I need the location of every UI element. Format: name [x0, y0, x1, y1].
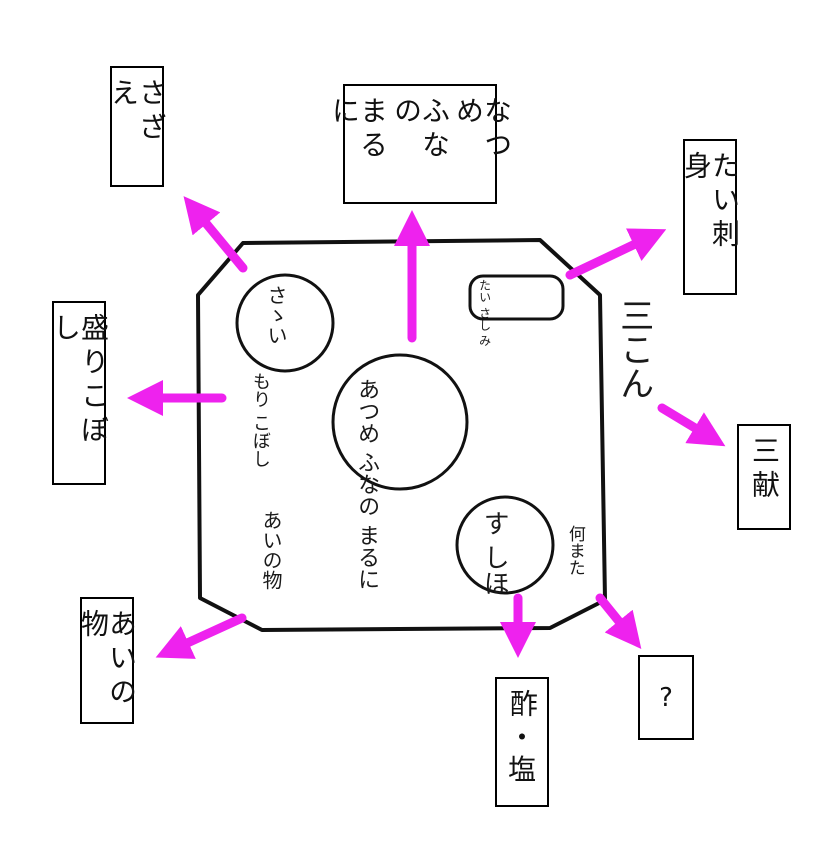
arrow-icon — [127, 196, 726, 659]
tray-su-line: す — [479, 510, 510, 536]
label-sazae: さざえ — [107, 66, 168, 187]
label-center-top: なつめ ふなの まるに — [328, 84, 513, 204]
arrow-question — [595, 593, 642, 649]
tray-tai-line-3: み — [477, 334, 492, 347]
tray-tai-line-2: さし — [477, 306, 492, 331]
tray-tai-line-1: たい — [477, 279, 492, 303]
label-question: ? — [638, 655, 694, 740]
arrow-tai — [565, 228, 667, 280]
label-tai-text: たい刺身 — [680, 151, 741, 253]
arrow-sazae — [183, 196, 248, 273]
label-ainomono-text: あいの物 — [77, 609, 138, 711]
label-sankon: 三献 — [737, 424, 791, 530]
tray-su-shio-text: す しほ — [479, 510, 510, 597]
tray-center-line-3: まるに — [354, 524, 380, 590]
label-mori: 盛りこぼし — [49, 301, 110, 485]
tray-center-line-1: あつめ — [354, 378, 380, 444]
center-circle — [331, 353, 469, 491]
arrow-sankon — [657, 403, 726, 447]
tray-mori-line-2: こぼし — [249, 413, 271, 468]
arrow-ainomono — [155, 613, 247, 659]
tray-tai-text: たい さし み — [477, 279, 492, 347]
label-su-shio: 酢 — [495, 677, 549, 807]
label-mori-text: 盛りこぼし — [49, 313, 110, 449]
label-center-line-3: まるに — [328, 96, 389, 164]
label-sazae-text: さざえ — [107, 78, 168, 146]
tray-mori-line-1: もり — [249, 372, 271, 408]
tray-ainomono-text: あいの物 — [259, 510, 283, 590]
label-center-line-2: ふなの — [390, 96, 451, 164]
label-center-line-1: なつめ — [452, 96, 513, 164]
su-shio-circle — [455, 495, 555, 595]
label-dot: ・ — [507, 721, 536, 754]
label-su-text: 酢 — [506, 689, 539, 717]
label-sankon-text: 三献 — [748, 436, 781, 504]
label-ainomono: あいの物 — [77, 597, 138, 724]
label-shio: 塩 — [507, 753, 536, 787]
label-tai: たい刺身 — [680, 139, 741, 295]
tai-box — [468, 274, 565, 321]
tray-sazae-text: さゝい — [264, 285, 288, 345]
tray-nanimo-text: 何また — [564, 525, 585, 576]
sazae-circle — [235, 273, 335, 373]
tray-mori-text: もり こぼし — [249, 372, 271, 468]
tray-center-text: あつめ ふなの まるに — [354, 378, 380, 590]
tray-center-line-2: ふなの — [354, 451, 380, 517]
tray-sankon-text: 三こん — [613, 298, 654, 400]
label-su-shio-rest: ・ 塩 — [497, 721, 547, 787]
tray-shio-line: しほ — [479, 544, 510, 597]
